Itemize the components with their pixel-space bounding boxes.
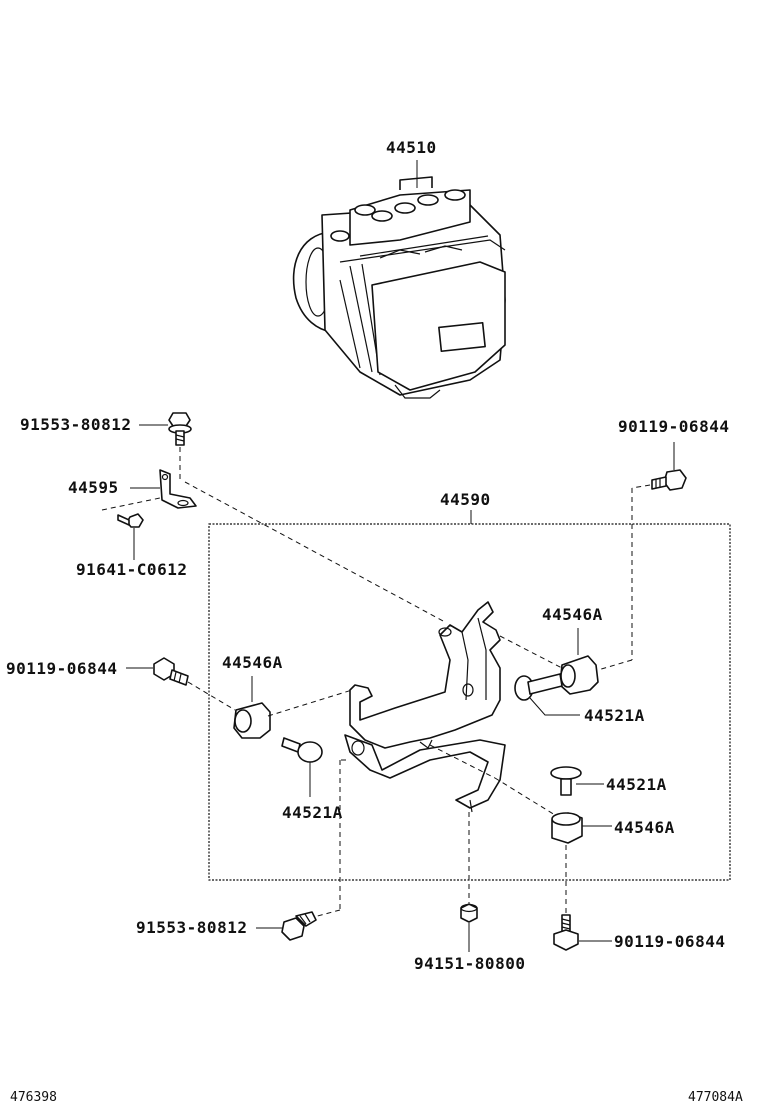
cushion-upper-right[interactable]: [559, 655, 599, 695]
collar-lower-right[interactable]: [550, 766, 582, 796]
bolt-top-right[interactable]: [651, 469, 687, 491]
label-91553-80812-top: 91553-80812: [20, 415, 131, 434]
footer-right-code: 477084A: [688, 1090, 743, 1105]
label-44521A-upper-right: 44521A: [584, 706, 645, 725]
label-44510: 44510: [386, 138, 437, 157]
label-44546A-left: 44546A: [222, 653, 283, 672]
bracket-44595[interactable]: [159, 469, 197, 509]
label-44546A-upper-right: 44546A: [542, 605, 603, 624]
label-44546A-lower-right: 44546A: [614, 818, 675, 837]
bolt-bottom-right[interactable]: [553, 914, 579, 951]
label-44590: 44590: [440, 490, 491, 509]
label-91641-C0612: 91641-C0612: [76, 560, 187, 579]
label-44521A-left: 44521A: [282, 803, 343, 822]
label-91553-80812-bottom: 91553-80812: [136, 918, 247, 937]
label-44595: 44595: [68, 478, 119, 497]
bolt-bottom-left[interactable]: [281, 911, 317, 941]
bolt-mid-left[interactable]: [153, 657, 189, 686]
label-90119-06844-mid: 90119-06844: [6, 659, 117, 678]
collar-left[interactable]: [281, 737, 323, 763]
label-90119-06844-bottom: 90119-06844: [614, 932, 725, 951]
abs-actuator[interactable]: [292, 176, 506, 399]
footer-left-code: 476398: [10, 1090, 57, 1105]
label-44521A-lower-right: 44521A: [606, 775, 667, 794]
label-90119-06844-top: 90119-06844: [618, 417, 729, 436]
cushion-lower-right[interactable]: [551, 812, 583, 844]
collar-upper-right[interactable]: [514, 673, 563, 701]
main-bracket[interactable]: [344, 601, 506, 813]
label-94151-80800: 94151-80800: [414, 954, 525, 973]
bolt-top-left[interactable]: [168, 412, 192, 446]
bolt-small-left[interactable]: [117, 513, 144, 528]
cushion-left[interactable]: [233, 702, 271, 739]
nut-bottom[interactable]: [460, 903, 478, 923]
